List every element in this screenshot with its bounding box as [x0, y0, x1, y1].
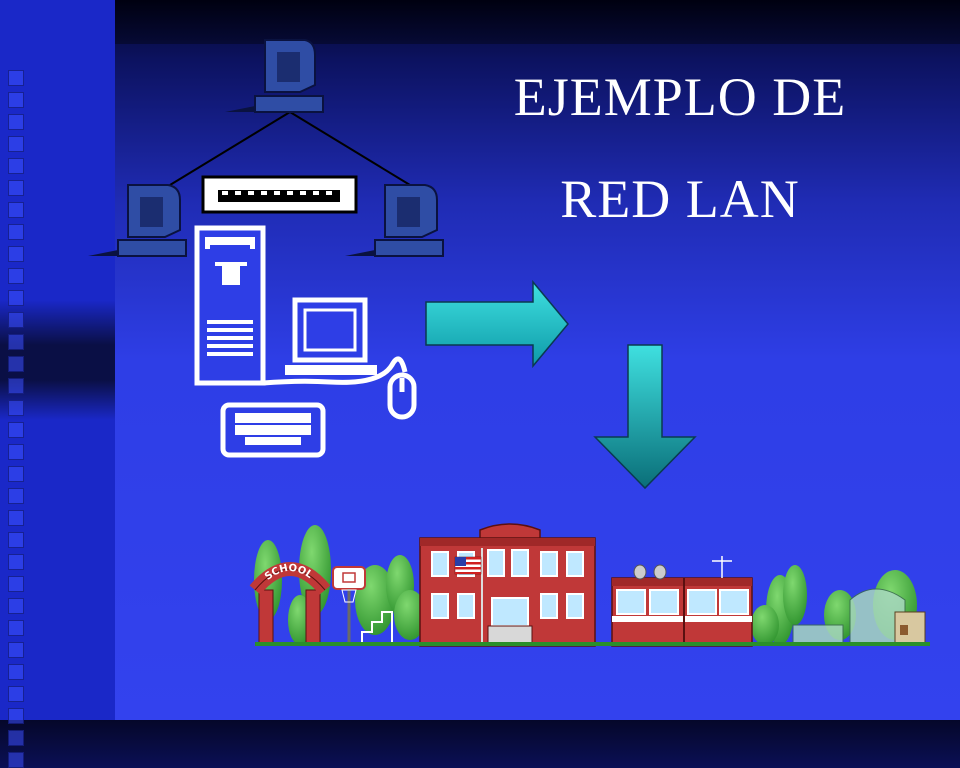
terminal-left-icon [88, 184, 187, 257]
sidebar-square [8, 224, 24, 240]
school-campus-illustration: SCHOOL [249, 523, 930, 647]
sidebar-square [8, 114, 24, 130]
sidebar-square [8, 466, 24, 482]
sidebar-square [8, 180, 24, 196]
computer-workstation-icon [194, 225, 417, 458]
sidebar-square [8, 422, 24, 438]
sidebar-square [8, 290, 24, 306]
school-arch-gate: SCHOOL [249, 562, 331, 646]
sidebar-square [8, 268, 24, 284]
arrow-down-icon [593, 344, 697, 490]
title-line-2: RED LAN [560, 169, 800, 229]
sidebar-square [8, 686, 24, 702]
sidebar-square [8, 642, 24, 658]
sidebar-square [8, 136, 24, 152]
sidebar-square [8, 730, 24, 746]
sidebar-square [8, 576, 24, 592]
sidebar-square [8, 488, 24, 504]
sidebar-square [8, 554, 24, 570]
terminal-right-icon [345, 184, 444, 257]
sidebar-square [8, 532, 24, 548]
sidebar-square [8, 92, 24, 108]
sidebar-square [8, 400, 24, 416]
top-band [115, 0, 960, 44]
sidebar-square [8, 752, 24, 768]
title-line-1: EJEMPLO DE [513, 67, 847, 127]
sidebar-square [8, 664, 24, 680]
slide-title: EJEMPLO DE RED LAN [480, 70, 880, 226]
network-hub-icon [201, 175, 358, 214]
fence [792, 588, 906, 646]
sidebar-square [8, 334, 24, 350]
playground-steps [361, 611, 393, 645]
sidebar-square [8, 70, 24, 86]
school-building [419, 523, 596, 647]
sidebar-square [8, 444, 24, 460]
sidebar-square [8, 312, 24, 328]
small-house [894, 611, 926, 646]
school-annex-building [611, 556, 753, 647]
sidebar-square [8, 510, 24, 526]
sidebar-square [8, 356, 24, 372]
arrow-right-icon [425, 279, 569, 369]
network-lines [169, 111, 411, 186]
illustration: SCHOOL [88, 39, 930, 647]
sidebar-decoration [0, 0, 115, 768]
sidebar-square [8, 378, 24, 394]
sidebar-square [8, 158, 24, 174]
basketball-hoop-icon [332, 566, 366, 645]
sidebar-square [8, 598, 24, 614]
sidebar-square [8, 202, 24, 218]
sidebar-squares [8, 0, 30, 768]
sidebar-square [8, 620, 24, 636]
sidebar-square [8, 246, 24, 262]
terminal-top-icon [225, 39, 324, 113]
